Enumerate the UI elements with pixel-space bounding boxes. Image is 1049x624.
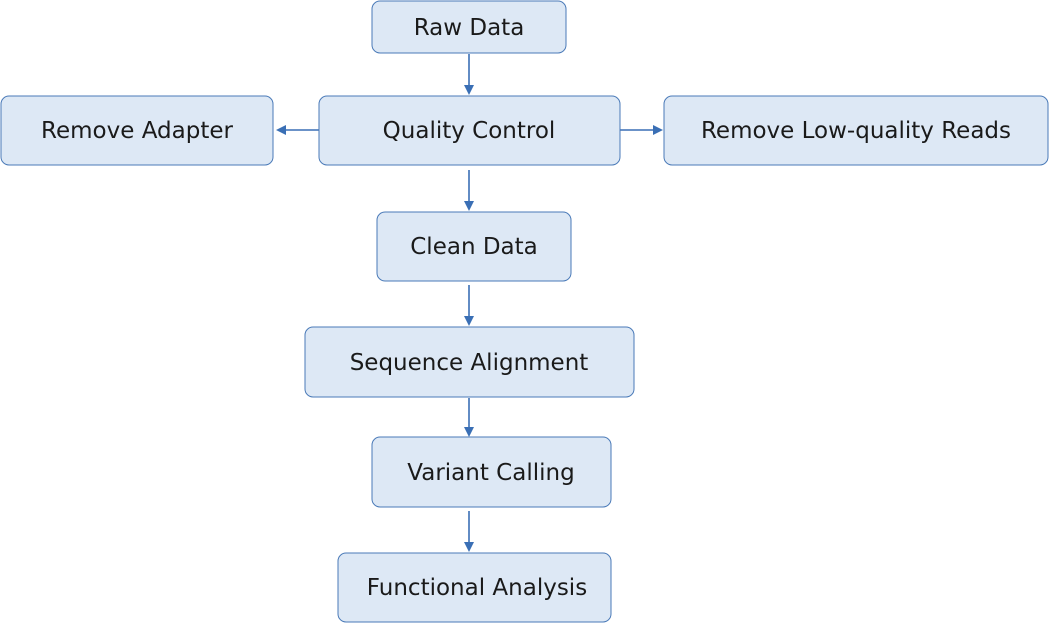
edge-clean-data-to-sequence-alignment	[464, 285, 474, 326]
edge-sequence-alignment-to-variant-calling	[464, 398, 474, 437]
edges	[276, 54, 663, 552]
node-sequence-alignment-label: Sequence Alignment	[350, 350, 589, 376]
edge-raw-data-to-quality-control	[464, 54, 474, 95]
node-raw-data: Raw Data	[371, 0, 567, 54]
node-remove-adapter-label: Remove Adapter	[41, 118, 233, 144]
node-remove-low-quality-reads-label: Remove Low-quality Reads	[701, 118, 1011, 144]
node-remove-low-quality-reads: Remove Low-quality Reads	[663, 95, 1049, 166]
node-functional-analysis-label: Functional Analysis	[367, 575, 587, 601]
node-clean-data: Clean Data	[376, 211, 572, 282]
node-variant-calling-label: Variant Calling	[407, 460, 574, 486]
node-quality-control: Quality Control	[318, 95, 621, 166]
node-sequence-alignment: Sequence Alignment	[304, 326, 635, 398]
node-functional-analysis: Functional Analysis	[337, 552, 612, 623]
edge-quality-control-to-remove-adapter	[276, 125, 319, 135]
edge-quality-control-to-remove-low-quality	[620, 125, 663, 135]
node-variant-calling: Variant Calling	[371, 436, 612, 508]
node-clean-data-label: Clean Data	[410, 234, 538, 260]
edge-quality-control-to-clean-data	[464, 170, 474, 211]
node-raw-data-label: Raw Data	[414, 15, 525, 41]
edge-variant-calling-to-functional-analysis	[464, 511, 474, 552]
node-quality-control-label: Quality Control	[383, 118, 556, 144]
node-remove-adapter: Remove Adapter	[0, 95, 274, 166]
